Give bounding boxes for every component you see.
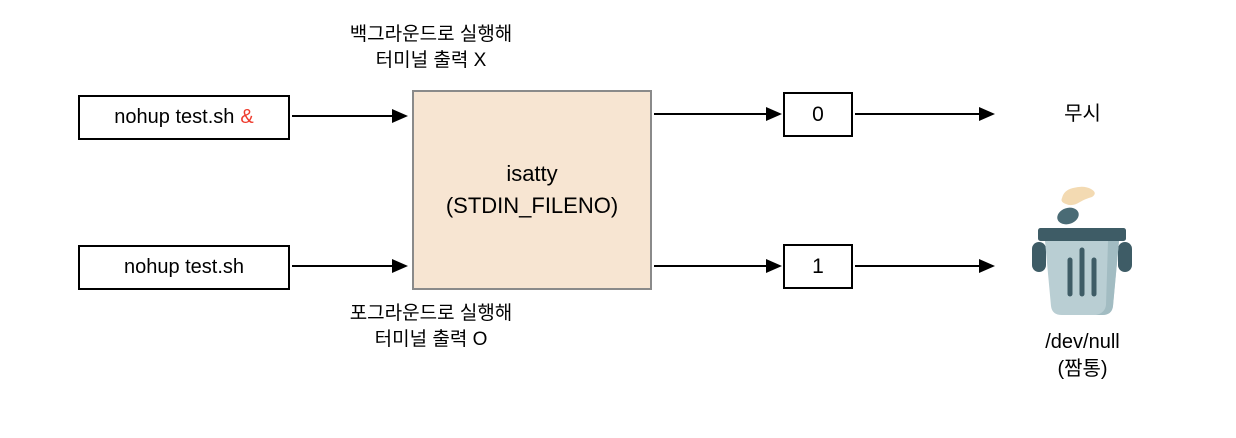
isatty-line1: isatty xyxy=(506,161,558,187)
command-background-ampersand: & xyxy=(240,106,254,128)
result-box-zero: 0 xyxy=(783,92,853,137)
command-box-foreground: nohup test.sh xyxy=(78,245,290,290)
foreground-note: 포그라운드로 실행해 터미널 출력 O xyxy=(285,301,577,352)
arrow-one-to-devnull xyxy=(855,259,995,273)
trash-left-handle xyxy=(1032,242,1046,272)
foreground-note-line1: 포그라운드로 실행해 xyxy=(349,303,513,324)
arrow-zero-to-ignore xyxy=(855,107,995,121)
arrow-fgcmd-to-isatty xyxy=(292,259,408,273)
isatty-box: isatty (STDIN_FILENO) xyxy=(412,90,652,290)
command-box-background: nohup test.sh & xyxy=(78,95,290,140)
ignore-label: 무시 xyxy=(1064,103,1101,125)
devnull-label-line1: /dev/null xyxy=(1045,331,1120,353)
background-note-line1: 백그라운드로 실행해 xyxy=(349,24,513,45)
trash-icon xyxy=(1032,186,1132,315)
arrow-bgcmd-to-isatty xyxy=(292,109,408,123)
isatty-line2: (STDIN_FILENO) xyxy=(445,193,619,218)
result-one-value: 1 xyxy=(812,254,824,278)
arrow-isatty-to-zero xyxy=(654,107,782,121)
trash-lid xyxy=(1038,228,1126,241)
devnull-label: /dev/null (짬통) xyxy=(1010,329,1155,383)
trash-hand-shape xyxy=(1061,186,1095,206)
trash-body-shade xyxy=(1096,241,1119,315)
result-box-one: 1 xyxy=(783,244,853,289)
background-note: 백그라운드로 실행해 터미널 출력 X xyxy=(285,22,577,73)
trash-right-handle xyxy=(1118,242,1132,272)
command-foreground-text: nohup test.sh xyxy=(123,256,245,278)
devnull-label-line2: (짬통) xyxy=(1057,358,1108,380)
arrow-isatty-to-one xyxy=(654,259,782,273)
command-background-text: nohup test.sh xyxy=(114,106,235,128)
foreground-note-line2: 터미널 출력 O xyxy=(374,328,488,350)
trash-paper-blob xyxy=(1057,207,1079,225)
result-zero-value: 0 xyxy=(812,102,824,126)
background-note-line2: 터미널 출력 X xyxy=(375,49,487,71)
